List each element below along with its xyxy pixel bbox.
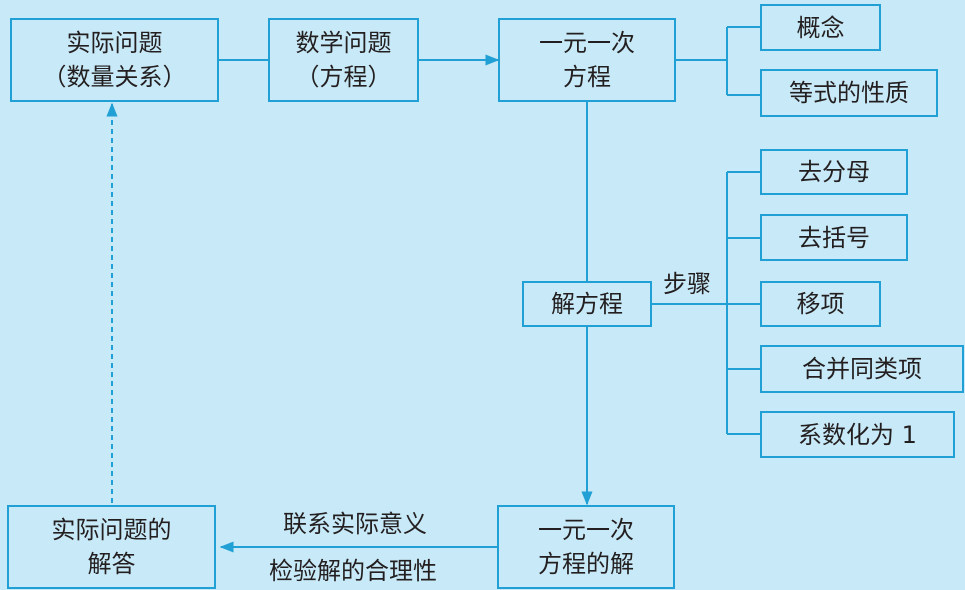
node-equation-solution-line1: 一元一次 [538,516,634,544]
node-step-brackets-label: 去括号 [798,223,870,252]
node-step-combine: 合并同类项 [760,345,964,393]
node-step-transpose: 移项 [760,281,881,327]
node-math-problem: 数学问题 （方程） [268,18,419,102]
node-linear-equation-line1: 一元一次 [539,29,635,57]
node-step-coefficient: 系数化为 1 [760,411,955,458]
node-real-answer-line2: 解答 [87,550,136,578]
node-equality-properties: 等式的性质 [760,69,938,117]
node-real-answer: 实际问题的 解答 [7,505,216,589]
edge-label-check-reasonable: 检验解的合理性 [269,557,437,585]
node-math-problem-line1: 数学问题 [295,29,392,57]
node-concept-label: 概念 [796,13,845,42]
edge-label-steps: 步骤 [663,270,711,298]
node-solve-equation-label: 解方程 [551,290,623,318]
edge-label-connect-meaning: 联系实际意义 [283,510,427,538]
node-equality-properties-label: 等式的性质 [789,79,909,107]
node-step-transpose-label: 移项 [796,290,845,318]
node-real-problem: 实际问题 （数量关系） [10,18,219,102]
node-math-problem-line2: （方程） [295,63,392,91]
node-equation-solution: 一元一次 方程的解 [497,505,675,589]
node-real-problem-line2: （数量关系） [42,63,187,91]
node-linear-equation-line2: 方程 [563,63,611,91]
node-step-coefficient-label: 系数化为 1 [798,420,917,449]
node-concept: 概念 [760,4,881,51]
node-step-combine-label: 合并同类项 [802,355,922,383]
node-linear-equation: 一元一次 方程 [498,18,676,102]
node-real-problem-line1: 实际问题 [66,29,163,57]
node-solve-equation: 解方程 [522,281,652,327]
node-step-denominator-label: 去分母 [798,158,870,186]
node-step-denominator: 去分母 [760,149,908,195]
node-equation-solution-line2: 方程的解 [538,550,634,578]
node-step-brackets: 去括号 [760,214,908,261]
node-real-answer-line1: 实际问题的 [51,516,172,544]
